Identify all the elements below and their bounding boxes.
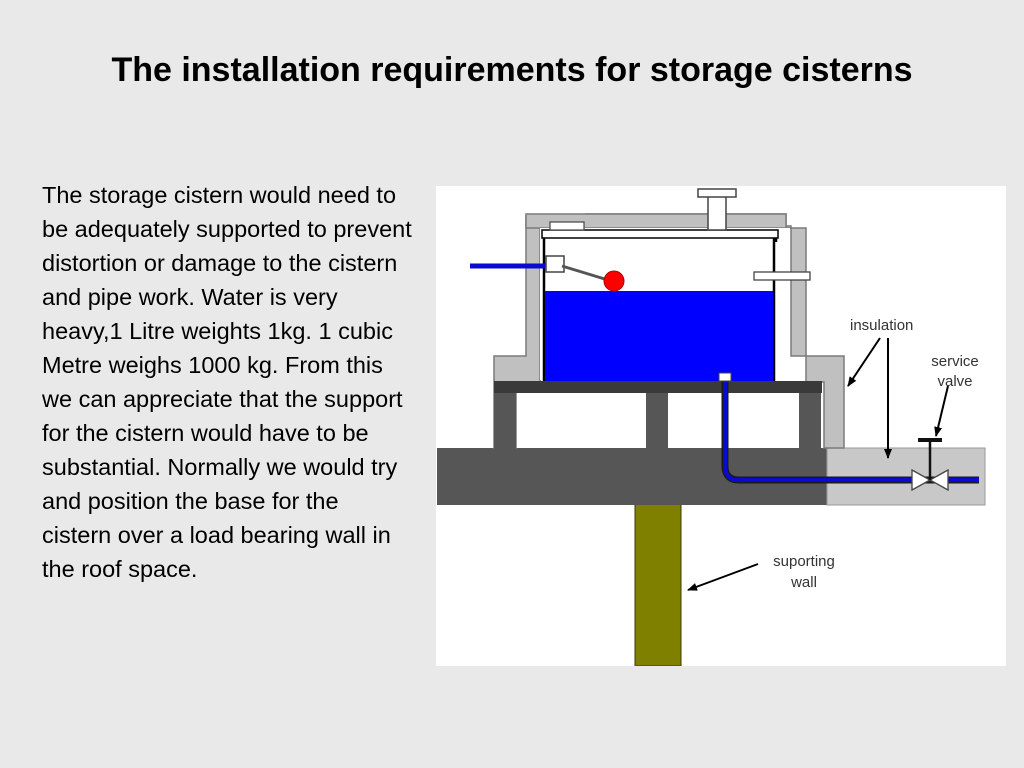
cistern-diagram-svg: insulation service valve suporting wall [437, 188, 986, 666]
body-text: The storage cistern would need to be ade… [42, 182, 412, 582]
service-valve-label-line1: service [931, 353, 979, 370]
vent-pipe [707, 195, 727, 231]
supporting-wall-label-line2: wall [790, 574, 817, 591]
float-valve-body [545, 255, 565, 273]
supporting-wall [634, 503, 682, 666]
vent-cap [697, 188, 737, 198]
supporting-wall-label-line1: suporting [773, 553, 835, 570]
insulation-arrow-1 [847, 337, 881, 387]
lid-handle [549, 221, 585, 231]
bearer-1 [494, 393, 516, 449]
overflow-pipe [753, 271, 811, 281]
cistern-water [545, 291, 773, 381]
insulation-label: insulation [850, 317, 913, 334]
service-valve-label-line2: valve [937, 373, 972, 390]
cistern-diagram: insulation service valve suporting wall [436, 186, 1006, 666]
float-ball [603, 270, 625, 292]
service-valve-left [911, 468, 932, 492]
cistern-lid [541, 229, 779, 239]
slide-title: The installation requirements for storag… [111, 51, 913, 89]
outlet-connector [718, 372, 732, 382]
supporting-wall-arrow [687, 563, 759, 591]
bearer-2 [646, 393, 668, 449]
service-valve-right [928, 468, 949, 492]
bearer-3 [799, 393, 821, 449]
platform-board [494, 381, 822, 393]
outlet-pipe [723, 376, 979, 482]
float-arm [561, 264, 609, 282]
service-valve-arrow [934, 385, 949, 437]
